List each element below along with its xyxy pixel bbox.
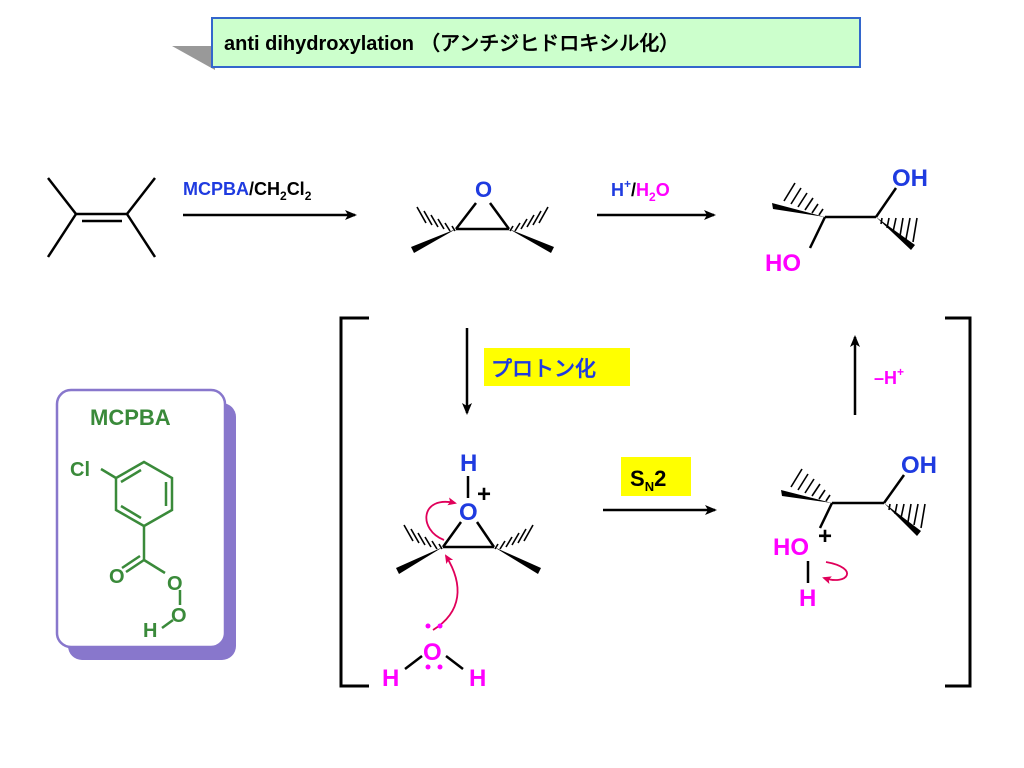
epoxide-structure: O: [411, 177, 554, 253]
deprotonation-arrow: –H+: [850, 335, 904, 415]
mechanism-bracket-right: [945, 316, 972, 688]
title-banner: anti dihydroxylation （アンチジヒドロキシル化）: [172, 17, 861, 70]
diol-oh-top: OH: [892, 165, 928, 192]
svg-text:O: O: [423, 639, 442, 666]
mcpba-title: MCPBA: [90, 405, 171, 430]
diol-product: OH HO: [765, 165, 928, 277]
title-jp: （アンチジヒドロキシル化）: [420, 31, 679, 55]
water-nucleophile: O H H: [382, 623, 486, 692]
mechanism-bracket-left: [339, 316, 369, 688]
title-main: anti dihydroxylation: [224, 33, 414, 55]
svg-text:O: O: [109, 566, 125, 588]
svg-text:–H+: –H+: [874, 365, 904, 388]
mcpba-box: MCPBA Cl O O O H: [55, 388, 236, 660]
svg-text:H: H: [143, 620, 157, 642]
svg-text:O: O: [459, 499, 478, 526]
sn2-arrow: SN2: [603, 457, 717, 515]
step2-arrow: H+/H2O: [597, 177, 716, 220]
svg-text:anti dihydroxylation（アンチジヒドロキシ: anti dihydroxylation （アンチジヒドロキシル化）: [224, 31, 679, 55]
alkene-structure: [46, 177, 157, 258]
protonated-diol-intermediate: OH HO + H: [773, 452, 937, 612]
protonated-epoxide: H O +: [396, 450, 541, 631]
svg-text:H: H: [469, 665, 486, 692]
svg-text:OH: OH: [901, 452, 937, 479]
protonation-label: プロトン化: [491, 357, 596, 381]
svg-text:+: +: [818, 523, 832, 550]
epoxide-oxygen: O: [475, 177, 492, 202]
svg-text:O: O: [167, 573, 183, 595]
reagent-mcpba: MCPBA: [183, 179, 249, 199]
svg-text:O: O: [171, 605, 187, 627]
svg-text:SN2: SN2: [630, 466, 666, 494]
svg-text:+: +: [477, 481, 491, 508]
svg-text:H: H: [382, 665, 399, 692]
svg-text:H: H: [799, 585, 816, 612]
svg-text:HO: HO: [773, 534, 809, 561]
step1-arrow: MCPBA/CH2Cl2: [183, 179, 357, 220]
svg-text:MCPBA/CH2Cl2: MCPBA/CH2Cl2: [183, 179, 312, 203]
protonation-arrow: プロトン化: [462, 328, 630, 415]
svg-text:Cl: Cl: [70, 459, 90, 481]
svg-text:H+/H2O: H+/H2O: [611, 177, 670, 204]
diol-oh-bottom: HO: [765, 250, 801, 277]
svg-text:H: H: [460, 450, 477, 477]
